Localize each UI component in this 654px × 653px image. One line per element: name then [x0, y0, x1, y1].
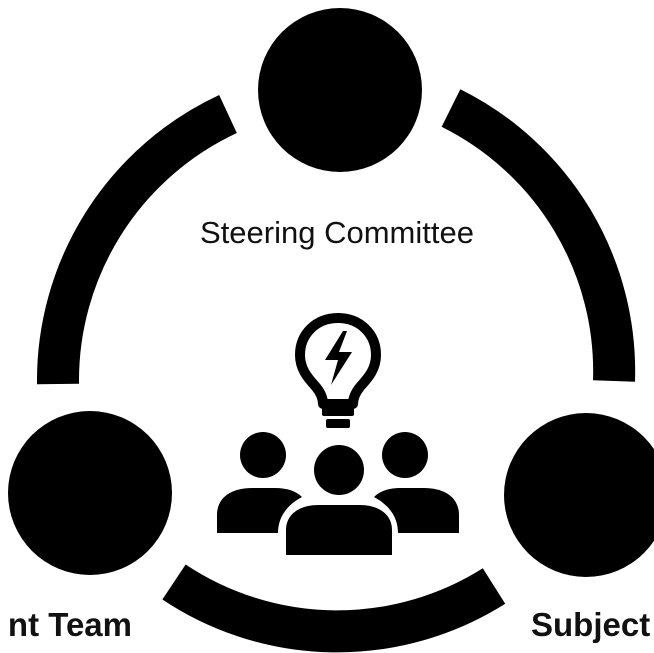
node-top: [258, 8, 422, 172]
center-label: Steering Committee: [200, 215, 474, 250]
right-node-label: Subject: [531, 606, 651, 643]
node-left: [8, 411, 172, 575]
node-right: [504, 413, 654, 577]
arc-top-right: [441, 89, 636, 382]
arc-bottom: [162, 564, 506, 653]
lightbulb-team-icon: [217, 313, 459, 555]
arc-top-left: [36, 94, 238, 385]
left-node-label: nt Team: [7, 606, 132, 643]
